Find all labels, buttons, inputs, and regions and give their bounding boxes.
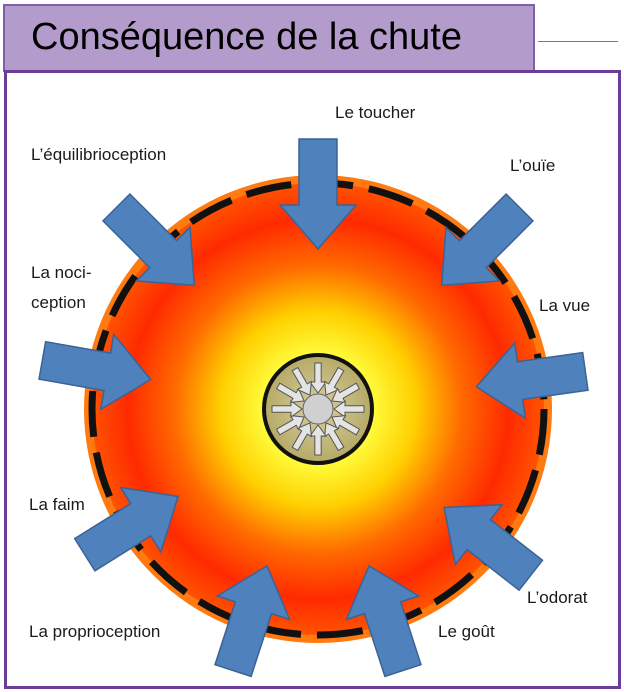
arrow-proprioception-icon [214, 564, 291, 678]
arrow-toucher-icon [278, 138, 358, 251]
label-ouie: L’ouïe [510, 156, 556, 175]
title-box: Conséquence de la chute [3, 4, 535, 72]
arrow-vue-icon [475, 341, 589, 420]
arrow-faim-icon [73, 486, 180, 572]
arrow-ouie-icon [440, 192, 535, 287]
label-nociception-2: ception [31, 293, 86, 312]
label-vue: La vue [539, 296, 591, 315]
page-title: Conséquence de la chute [31, 16, 462, 58]
label-toucher: Le toucher [335, 103, 416, 122]
label-equilibrioception: L’équilibrioception [31, 145, 167, 164]
arrow-nociception-icon [38, 332, 152, 411]
arrow-equilibrioception-icon [101, 192, 196, 287]
core-center-dot [302, 393, 334, 425]
label-odorat: L’odorat [527, 588, 588, 607]
central-implosion-icon [271, 362, 365, 456]
arrow-odorat-icon [443, 503, 544, 592]
label-proprioception: La proprioception [29, 622, 161, 641]
arrow-gout-icon [345, 564, 422, 678]
label-faim: La faim [29, 495, 85, 514]
label-gout: Le goût [438, 622, 495, 641]
label-nociception-1: La noci- [31, 263, 92, 282]
external-arrow-icon [538, 41, 618, 42]
sense-arrows [38, 138, 589, 678]
core-arrow-icon [291, 366, 312, 396]
